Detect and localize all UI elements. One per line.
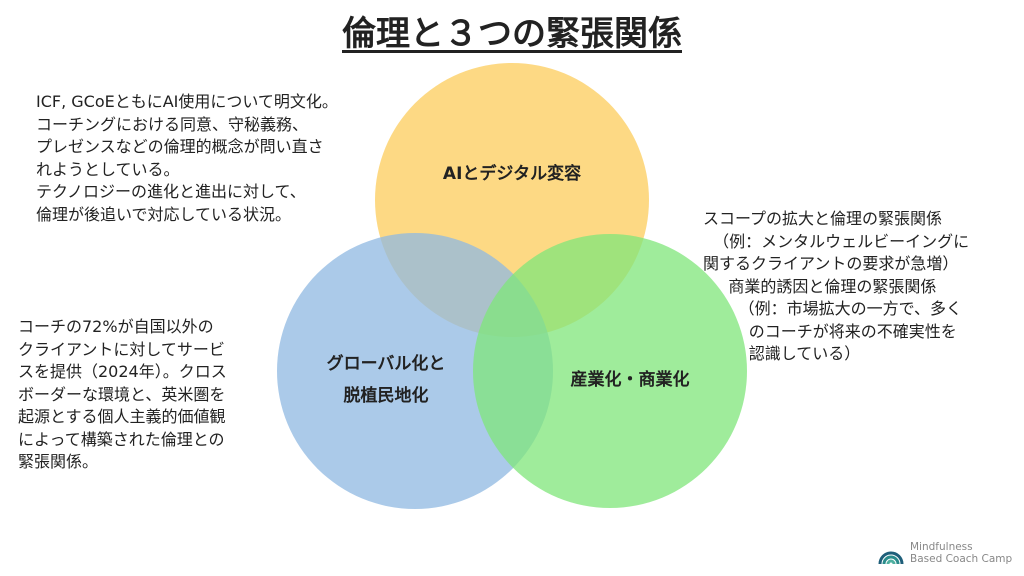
label-global-line1: グローバル化と [326,354,446,374]
note-industry: スコープの拡大と倫理の緊張関係 （例：メンタルウェルビーイングに 関するクライア… [703,209,970,363]
label-global: グローバル化と 脱植民地化 [296,348,476,412]
label-industry: 産業化・商業化 [570,370,690,390]
label-global-line2: 脱植民地化 [343,386,429,406]
slide-title: 倫理と３つの緊張関係 [342,14,682,54]
note-ai: ICF, GCoEともにAI使用について明文化。 コーチングにおける同意、守秘義… [36,92,338,224]
label-ai: AIとデジタル変容 [442,164,582,184]
circle-global [277,233,553,509]
logo-line1: Mindfulness [910,541,973,553]
note-global: コーチの72%が自国以外の クライアントに対してサービ スを提供（2024年）。… [18,317,227,471]
circle-industry [473,234,747,508]
logo-line2: Based Coach Camp [910,553,1013,565]
logo-arcs-icon [878,551,904,565]
